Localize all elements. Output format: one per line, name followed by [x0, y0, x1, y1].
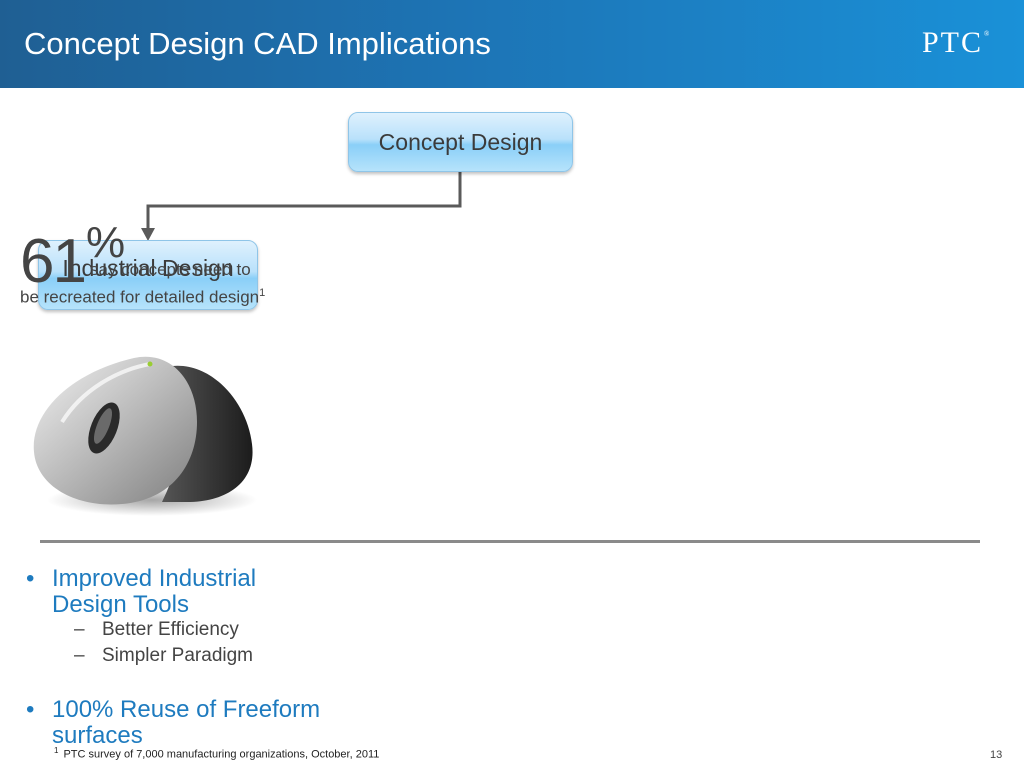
- stat-text-line2-body: be recreated for detailed design: [20, 287, 260, 307]
- bullet-text: Improved Industrial Design Tools: [52, 565, 257, 618]
- sub-bullet-text: Simpler Paradigm: [102, 645, 253, 666]
- page-number: 13: [990, 749, 1003, 761]
- stat-text-line2: be recreated for detailed design1: [20, 287, 265, 308]
- bullet-dot: •: [26, 696, 35, 723]
- logo-registered-mark: ®: [984, 30, 992, 38]
- ptc-logo: PTC®: [922, 26, 991, 60]
- concept-design-box: Concept Design: [348, 112, 573, 172]
- sub-bullet-item: –Better Efficiency: [74, 619, 239, 641]
- stat-footnote-ref: 1: [259, 287, 266, 299]
- section-divider: [40, 540, 980, 543]
- connector-line: [146, 171, 462, 230]
- stat-percent-sign: %: [86, 218, 126, 267]
- footnote-text: PTC survey of 7,000 manufacturing organi…: [63, 748, 380, 761]
- connector-arrowhead: [141, 228, 155, 241]
- footnote: 1 PTC survey of 7,000 manufacturing organ…: [54, 746, 379, 761]
- sub-bullet-text: Better Efficiency: [102, 619, 239, 640]
- sub-bullet-item: –Simpler Paradigm: [74, 645, 253, 667]
- industrial-design-box: Industrial Design: [38, 240, 258, 310]
- stat-number: 61: [20, 227, 87, 296]
- footnote-mark: 1: [54, 746, 59, 755]
- bullet-text: 100% Reuse of Freeform surfaces: [52, 696, 321, 749]
- bullet-item: • Improved Industrial Design Tools: [26, 566, 326, 618]
- bullet-item: • 100% Reuse of Freeform surfaces: [26, 697, 326, 749]
- sub-bullet-dash: –: [74, 645, 85, 666]
- slide-title: Concept Design CAD Implications: [24, 26, 491, 61]
- bullet-dot: •: [26, 565, 35, 592]
- stat-text-line1: say concepts need to: [90, 260, 251, 279]
- logo-text: PTC: [922, 26, 984, 59]
- sub-bullet-dash: –: [74, 619, 85, 640]
- title-bar: Concept Design CAD Implications PTC®: [0, 0, 1024, 88]
- computer-mouse-icon: [33, 356, 257, 516]
